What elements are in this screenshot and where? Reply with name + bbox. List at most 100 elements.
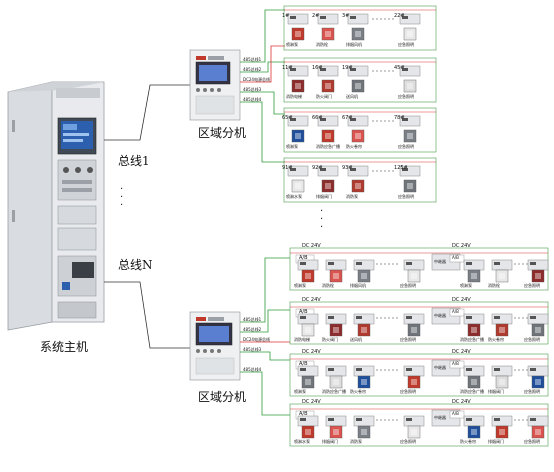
- ab-box: [449, 410, 465, 419]
- host-label: 系统主机: [40, 340, 89, 354]
- elevator-icon: [531, 269, 545, 283]
- repeater-label: 中继器: [434, 415, 446, 420]
- blower-icon: [531, 323, 545, 337]
- top-row-frame: [283, 57, 437, 103]
- device-label: 送风机: [350, 337, 362, 342]
- hydrant-icon: [329, 269, 343, 283]
- device-label: 喷淋泵: [286, 144, 298, 149]
- node-id: 22#: [394, 13, 405, 19]
- emergency-light-icon: [407, 269, 421, 283]
- bottom-device-rows: [289, 247, 549, 447]
- dc24v-label: DC 24V: [302, 399, 321, 405]
- node-module: [297, 259, 319, 271]
- device-label: 消防栓: [488, 283, 500, 288]
- top-row-frame: [283, 5, 437, 51]
- node-module: [287, 13, 309, 25]
- device-label: 消防电梯: [286, 94, 302, 99]
- bus1-label: 总线1: [118, 154, 150, 168]
- pump-icon: [291, 27, 305, 41]
- node-id: 45#: [394, 65, 405, 71]
- shutter-icon: [291, 129, 305, 143]
- valve-icon: [321, 79, 335, 93]
- node-id: 92#: [312, 165, 323, 171]
- top-port-label: DC24电源总线: [243, 77, 270, 82]
- node-module: [463, 415, 485, 427]
- node-module: [353, 313, 375, 325]
- pump-icon: [301, 269, 315, 283]
- ab-label: A/B: [452, 309, 459, 314]
- device-label: 应急照明: [400, 389, 416, 394]
- node-module: [463, 313, 485, 325]
- device-label: 喷淋水泵: [286, 194, 302, 199]
- shutter-icon: [467, 425, 481, 439]
- top-port-lines: [240, 9, 285, 163]
- ab-label: A/B: [299, 361, 308, 367]
- node-id: 66#: [312, 115, 323, 121]
- fan-icon: [351, 27, 365, 41]
- node-module: [297, 365, 319, 377]
- bottom-port-label: DC24电源总线: [243, 337, 270, 342]
- device-label: 喷淋泵: [286, 42, 298, 47]
- dc24v-label: DC 24V: [302, 349, 321, 355]
- ab-box: [449, 308, 465, 317]
- device-label: 防火阀门: [322, 337, 338, 342]
- emergency-light-icon: [301, 323, 315, 337]
- blower-icon: [403, 179, 417, 193]
- node-id: 78#: [394, 115, 405, 121]
- repeater-label: 中继器: [434, 259, 446, 264]
- node-module: [403, 365, 425, 377]
- bus-lines: [104, 84, 190, 349]
- pump-icon: [407, 375, 421, 389]
- device-label: 消防应急广播: [316, 144, 340, 149]
- dc24v-label: DC 24V: [452, 297, 471, 303]
- region-bottom-label: 区域分机: [198, 390, 247, 404]
- node-module: [399, 13, 421, 25]
- device-label: 防火卷帘: [460, 439, 476, 444]
- node-module: [399, 115, 421, 127]
- device-label: 应急照明: [398, 42, 414, 47]
- device-label: 排烟风机: [350, 283, 366, 288]
- system-host-cabinet: [7, 81, 105, 331]
- node-module: [403, 259, 425, 271]
- bottom-port-label: 485总线4: [243, 367, 262, 372]
- device-label: 应急照明: [398, 194, 414, 199]
- node-module: [287, 165, 309, 177]
- node-module: [325, 259, 347, 271]
- device-label: 防火卷帘: [350, 389, 366, 394]
- dc24v-label: DC 24V: [452, 243, 471, 249]
- device-label: 消防电梯: [294, 337, 310, 342]
- node-module: [317, 13, 339, 25]
- node-module: [325, 313, 347, 325]
- node-module: [527, 313, 549, 325]
- bottom-port-label: 485总线1: [243, 317, 262, 322]
- node-module: [317, 115, 339, 127]
- dc24v-label: DC 24V: [302, 297, 321, 303]
- device-label: 消防栓: [322, 283, 334, 288]
- node-id: 3#: [342, 13, 350, 19]
- device-label: 消防应急广播: [460, 389, 484, 394]
- node-module: [325, 365, 347, 377]
- node-id: 93#: [342, 165, 353, 171]
- node-module: [347, 65, 369, 77]
- node-module: [353, 365, 375, 377]
- device-label: 应急照明: [400, 337, 416, 342]
- region-top-label: 区域分机: [198, 126, 247, 140]
- ab-label: A/B: [452, 255, 459, 260]
- pump-icon: [301, 425, 315, 439]
- node-id: 16#: [312, 65, 323, 71]
- node-module: [527, 365, 549, 377]
- device-label: 应急照明: [524, 337, 540, 342]
- node-module: [527, 415, 549, 427]
- shutter-icon: [357, 375, 371, 389]
- region-unit-bottom: [189, 311, 241, 381]
- hydrant-icon: [321, 27, 335, 41]
- valve-icon: [351, 179, 365, 193]
- device-label: 防火阀门: [316, 94, 332, 99]
- ab-box: [449, 254, 465, 263]
- device-label: 排烟阀门: [322, 439, 338, 444]
- node-module: [325, 415, 347, 427]
- device-label: 消防应急广播: [322, 389, 346, 394]
- node-module: [399, 165, 421, 177]
- node-id: 1#: [282, 13, 290, 19]
- node-module: [491, 313, 513, 325]
